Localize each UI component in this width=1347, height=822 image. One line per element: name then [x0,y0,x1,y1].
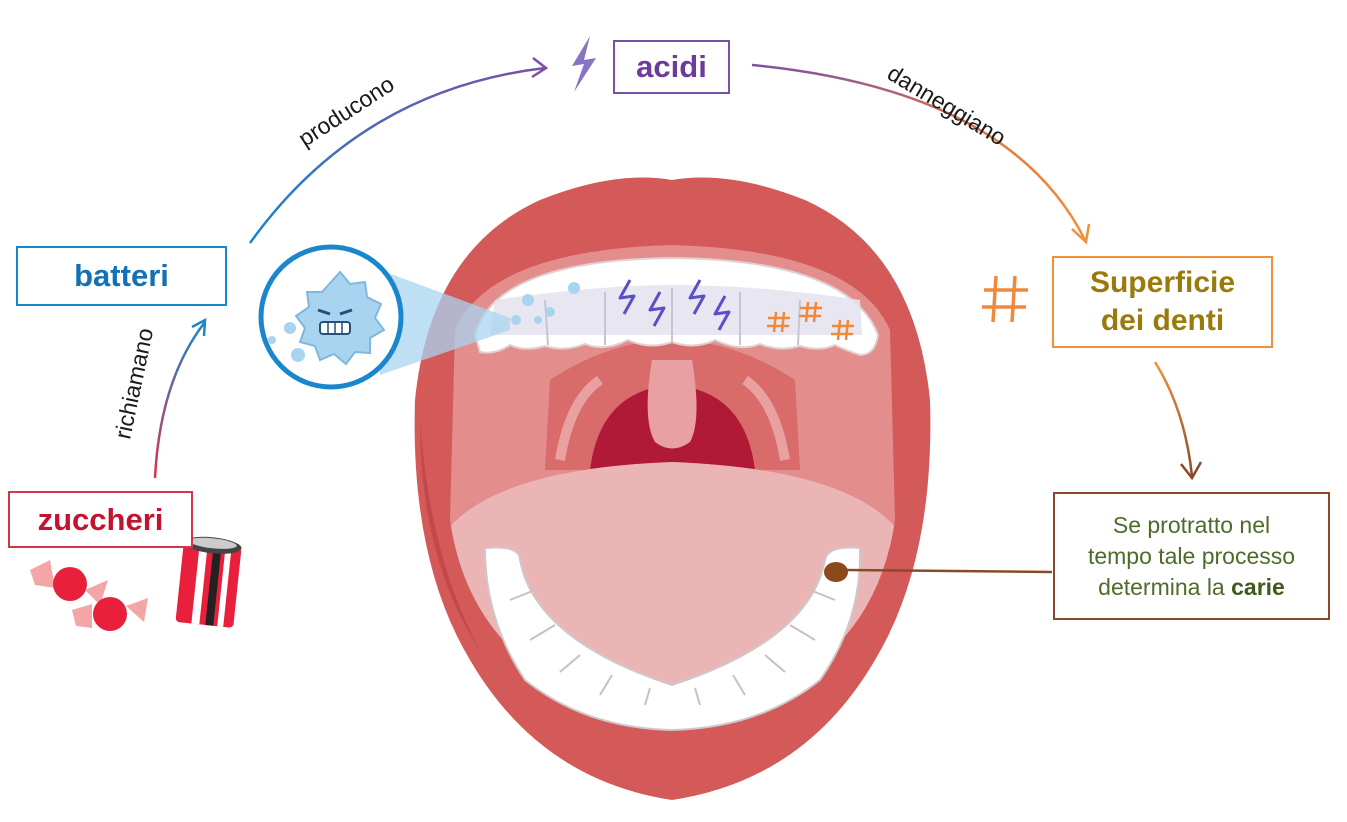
lightning-icon [572,36,596,92]
cavity [824,562,848,582]
acidi-box: acidi [613,40,730,94]
superficie-label-line2: dei denti [1100,304,1225,337]
lower-teeth [483,546,862,732]
damage-hashes-on-teeth [767,301,854,341]
acidi-label: acidi [636,49,707,84]
arrow-danneggiano [751,63,1087,241]
carie-text-line1: Se protratto nel [1112,511,1271,538]
arrow-richiamano [153,321,206,479]
magnifier-cone [380,270,510,375]
uvula [647,360,697,449]
hash-damage-icon [982,275,1028,323]
soda-can-icon [175,536,242,628]
batteri-label: batteri [74,258,169,293]
arrow-producono [248,66,546,244]
carie-text-line2: tempo tale processo [1087,542,1296,569]
germ-icon [294,270,386,366]
batteri-box: batteri [16,246,227,306]
wrapped-candy-icon [30,560,148,631]
cavity-leader-line [844,568,1053,574]
acid-lightning-on-teeth [618,279,731,331]
carie-text-line3: determina la carie [1098,572,1285,603]
superficie-box: Superficie dei denti [1052,256,1273,348]
carie-box: Se protratto nel tempo tale processo det… [1053,492,1330,620]
zuccheri-box: zuccheri [8,491,193,548]
carie-text-prefix: determina la [1098,573,1225,600]
zuccheri-label: zuccheri [37,501,164,537]
carie-keyword: carie [1231,573,1285,600]
superficie-label-line1: Superficie [1089,266,1236,299]
arrow-to-carie [1153,361,1194,477]
